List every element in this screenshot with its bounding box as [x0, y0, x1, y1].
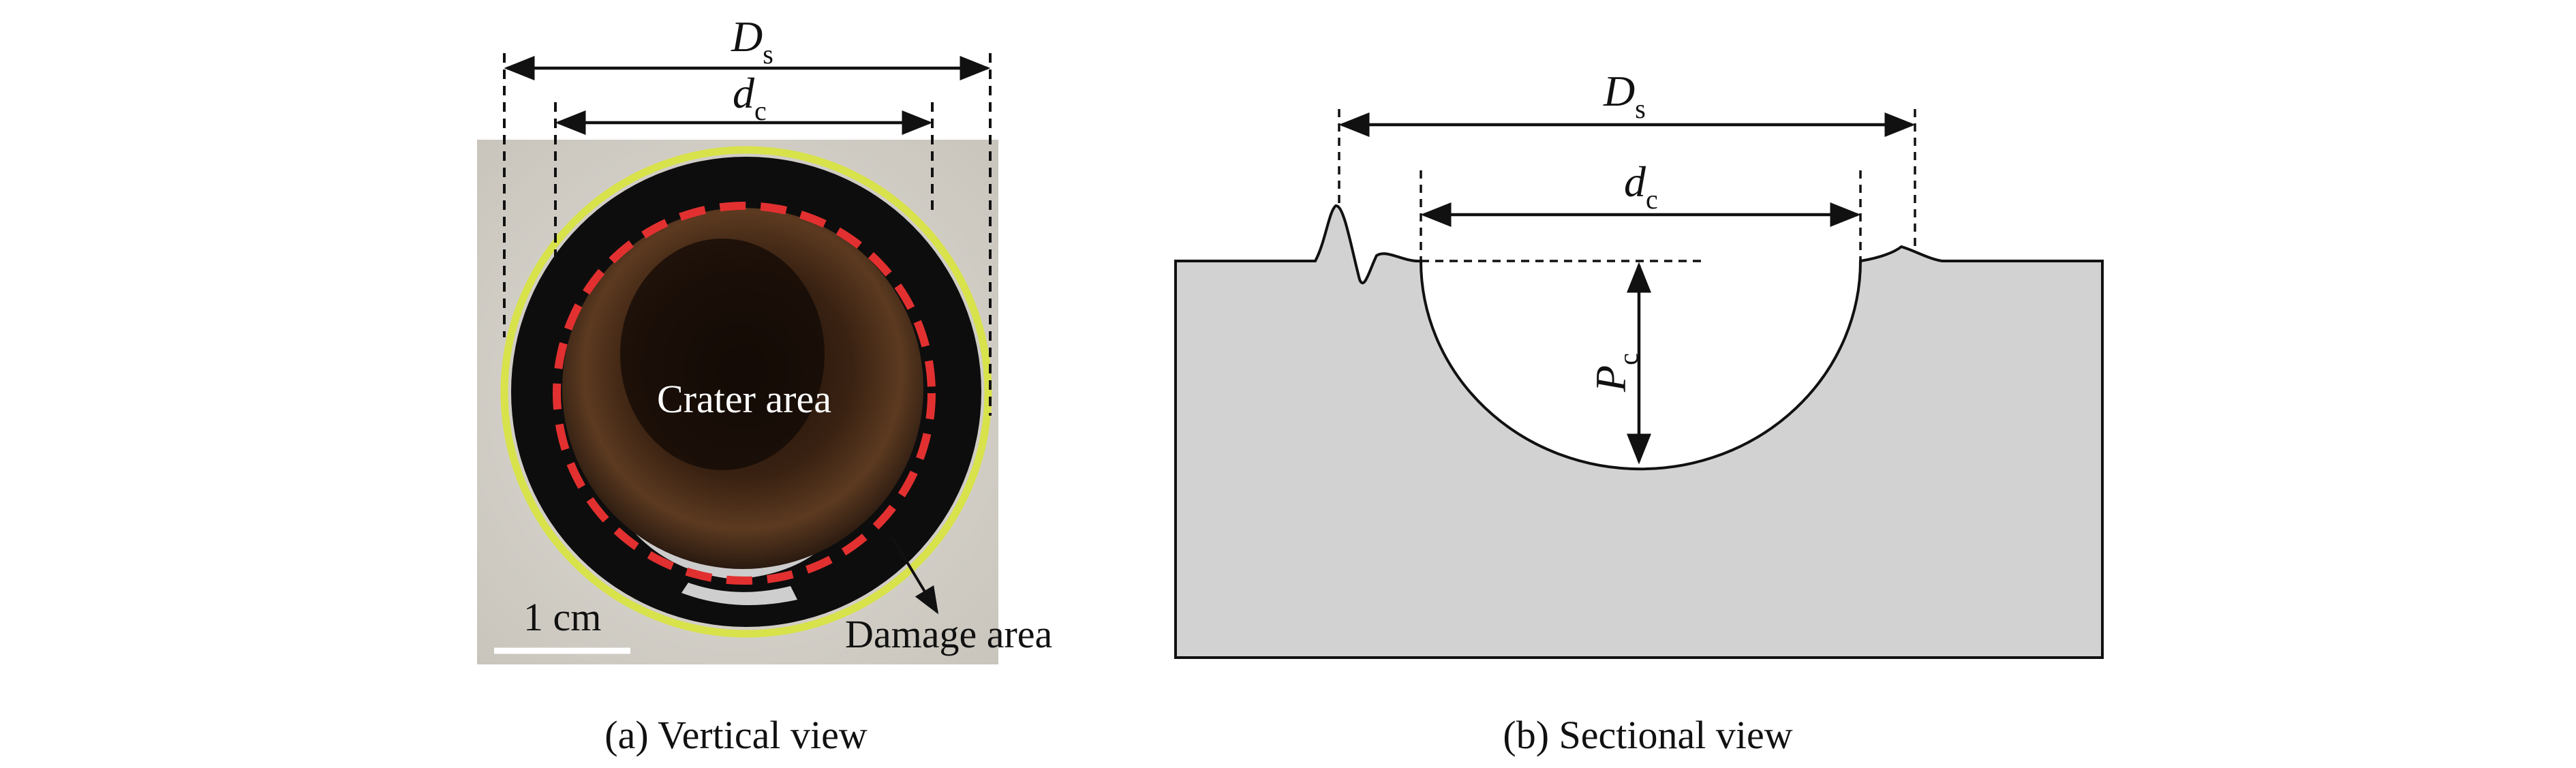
dc-label-a: dc	[733, 69, 767, 126]
panel-b-sectional-view: Ds dc Pc (b) Sectional view	[1174, 67, 2104, 757]
target-section	[1174, 204, 2104, 659]
caption-b: (b) Sectional view	[1503, 713, 1792, 757]
scale-bar-label: 1 cm	[523, 595, 601, 639]
caption-a: (a) Vertical view	[604, 713, 868, 757]
crater-photo	[477, 140, 998, 664]
crater-area-label: Crater area	[657, 377, 831, 421]
pc-label: Pc	[1586, 353, 1644, 393]
damage-area-pointer	[891, 537, 939, 615]
dc-label-b: dc	[1624, 157, 1658, 215]
spall-outline-circle	[500, 146, 992, 638]
ds-label-a: Ds	[731, 12, 773, 70]
ds-label-b: Ds	[1603, 67, 1646, 124]
panel-a-vertical-view: Ds dc Crater area Damage area 1 cm (a) V…	[477, 12, 1052, 757]
crater-outline-circle	[553, 202, 936, 585]
damage-area-label: Damage area	[845, 612, 1052, 656]
